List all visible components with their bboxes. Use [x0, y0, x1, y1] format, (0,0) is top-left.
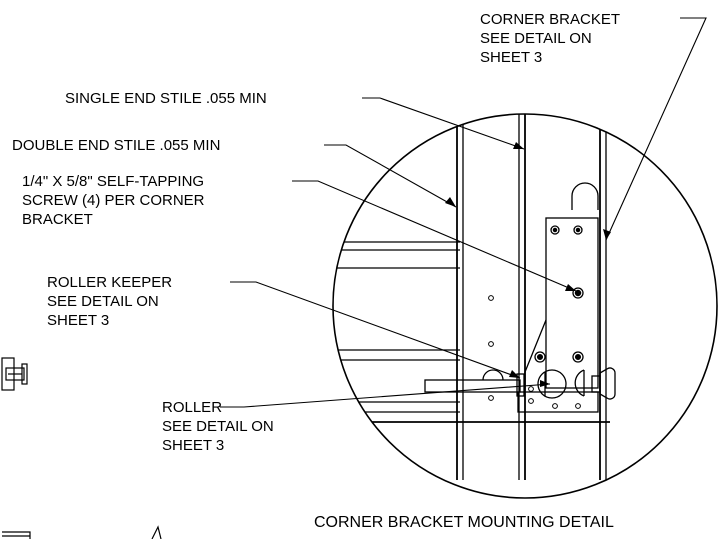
corner-bracket-plate — [545, 217, 599, 389]
callout-double-end-stile: DOUBLE END STILE .055 MIN — [12, 136, 220, 155]
callout-roller-keeper-line3: SHEET 3 — [47, 312, 110, 329]
callout-roller-keeper-line1: ROLLER KEEPER — [47, 274, 173, 291]
callout-corner-bracket-line1: CORNER BRACKET — [480, 11, 621, 28]
arrow-heads — [445, 142, 611, 387]
callout-double-end-stile-line1: DOUBLE END STILE .055 MIN — [12, 137, 221, 154]
edge-hardware — [1, 357, 28, 391]
detail-parts — [333, 114, 610, 480]
detail-title: CORNER BRACKET MOUNTING DETAIL — [314, 513, 614, 532]
callout-roller-line3: SHEET 3 — [162, 437, 225, 454]
callout-screw-line3: BRACKET — [22, 211, 93, 228]
callout-screw-line2: SCREW (4) PER CORNER — [22, 192, 205, 209]
leader-lines — [220, 17, 707, 408]
callout-roller-keeper-line2: SEE DETAIL ON — [47, 293, 159, 310]
roller-keeper-tab — [571, 182, 599, 210]
callout-corner-bracket-line2: SEE DETAIL ON — [480, 30, 592, 47]
callout-screw-line1: 1/4" X 5/8" SELF-TAPPING — [22, 173, 205, 190]
callout-corner-bracket-line3: SHEET 3 — [480, 49, 543, 66]
callout-corner-bracket: CORNER BRACKET SEE DETAIL ON SHEET 3 — [480, 10, 620, 67]
callout-roller-line2: SEE DETAIL ON — [162, 418, 274, 435]
callout-screw: 1/4" X 5/8" SELF-TAPPING SCREW (4) PER C… — [22, 172, 205, 229]
callout-single-end-stile-line1: SINGLE END STILE .055 MIN — [65, 90, 267, 107]
detail-title-text: CORNER BRACKET MOUNTING DETAIL — [314, 514, 614, 531]
roller — [537, 369, 567, 399]
roller-housing — [517, 391, 599, 413]
callout-roller-keeper: ROLLER KEEPER SEE DETAIL ON SHEET 3 — [47, 273, 172, 330]
callout-roller-line1: ROLLER — [162, 399, 223, 416]
callout-single-end-stile: SINGLE END STILE .055 MIN — [65, 89, 267, 108]
callout-roller: ROLLER SEE DETAIL ON SHEET 3 — [162, 398, 274, 455]
screws — [534, 225, 584, 363]
